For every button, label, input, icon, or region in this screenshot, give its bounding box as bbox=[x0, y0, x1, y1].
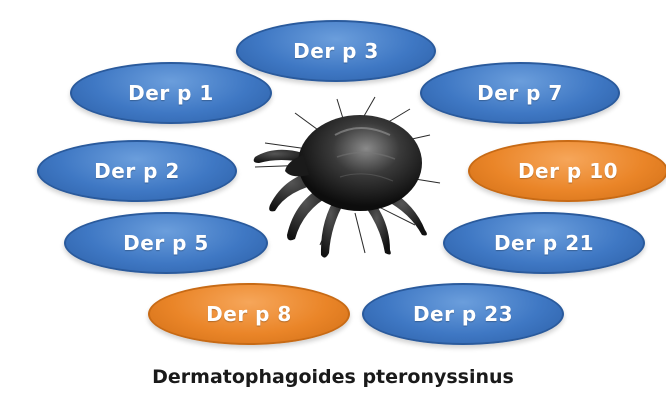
allergen-der-p-3: Der p 3 bbox=[236, 20, 436, 82]
species-caption: Dermatophagoides pteronyssinus bbox=[0, 366, 666, 388]
allergen-label: Der p 1 bbox=[128, 81, 214, 105]
allergen-der-p-21: Der p 21 bbox=[443, 212, 645, 274]
allergen-der-p-23: Der p 23 bbox=[362, 283, 564, 345]
allergen-label: Der p 10 bbox=[518, 159, 618, 183]
allergen-der-p-2: Der p 2 bbox=[37, 140, 237, 202]
allergen-label: Der p 8 bbox=[206, 302, 292, 326]
allergen-der-p-5: Der p 5 bbox=[64, 212, 268, 274]
allergen-der-p-8: Der p 8 bbox=[148, 283, 350, 345]
allergen-der-p-1: Der p 1 bbox=[70, 62, 272, 124]
allergen-der-p-7: Der p 7 bbox=[420, 62, 620, 124]
allergen-label: Der p 3 bbox=[293, 39, 379, 63]
allergen-label: Der p 7 bbox=[477, 81, 563, 105]
allergen-label: Der p 5 bbox=[123, 231, 209, 255]
allergen-der-p-10: Der p 10 bbox=[468, 140, 666, 202]
allergen-label: Der p 2 bbox=[94, 159, 180, 183]
allergen-label: Der p 21 bbox=[494, 231, 594, 255]
allergen-label: Der p 23 bbox=[413, 302, 513, 326]
